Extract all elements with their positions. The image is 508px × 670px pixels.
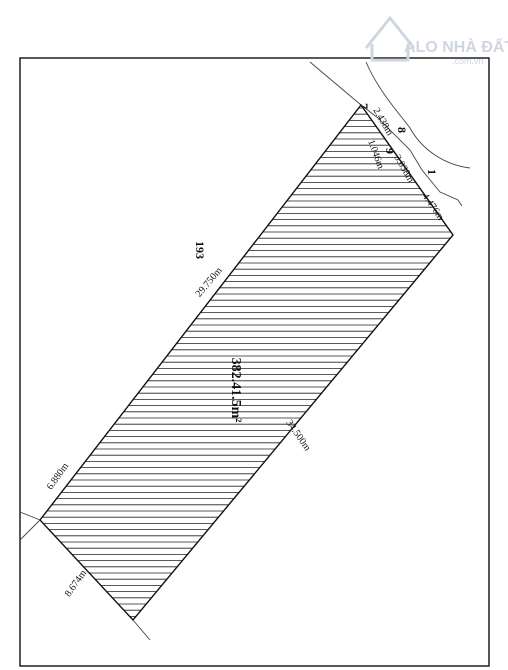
point-label-1: 1: [425, 169, 439, 175]
map-frame: [19, 57, 490, 667]
extension-lines: [19, 511, 151, 641]
neighbor-parcel-number: 193: [193, 241, 207, 259]
point-label-8: 8: [395, 127, 409, 133]
neighbor-boundary-lines: [309, 61, 471, 207]
plot-parcel: [39, 103, 454, 622]
plot-area-label: 382.41.5m²: [228, 358, 243, 423]
edge-label-top-short-c: 3.038m: [391, 153, 416, 185]
house-icon: [364, 15, 416, 62]
point-label-9: 9: [383, 148, 397, 154]
watermark-domain: .com.vn: [452, 56, 484, 66]
edge-label-bottom-edge: 8.674m: [63, 568, 90, 599]
point-label-7: 7: [357, 103, 371, 109]
edge-label-bottom-left: 6.880m: [45, 461, 72, 492]
watermark-brand: ALO NHÀ ĐẤT: [404, 37, 508, 56]
watermark: ALO NHÀ ĐẤT .com.vn: [364, 15, 508, 66]
edge-label-top-short-b: 1.046m: [365, 138, 386, 170]
edge-label-long-right: 34.500m: [283, 418, 312, 453]
plot-hatching: [40, 107, 453, 617]
